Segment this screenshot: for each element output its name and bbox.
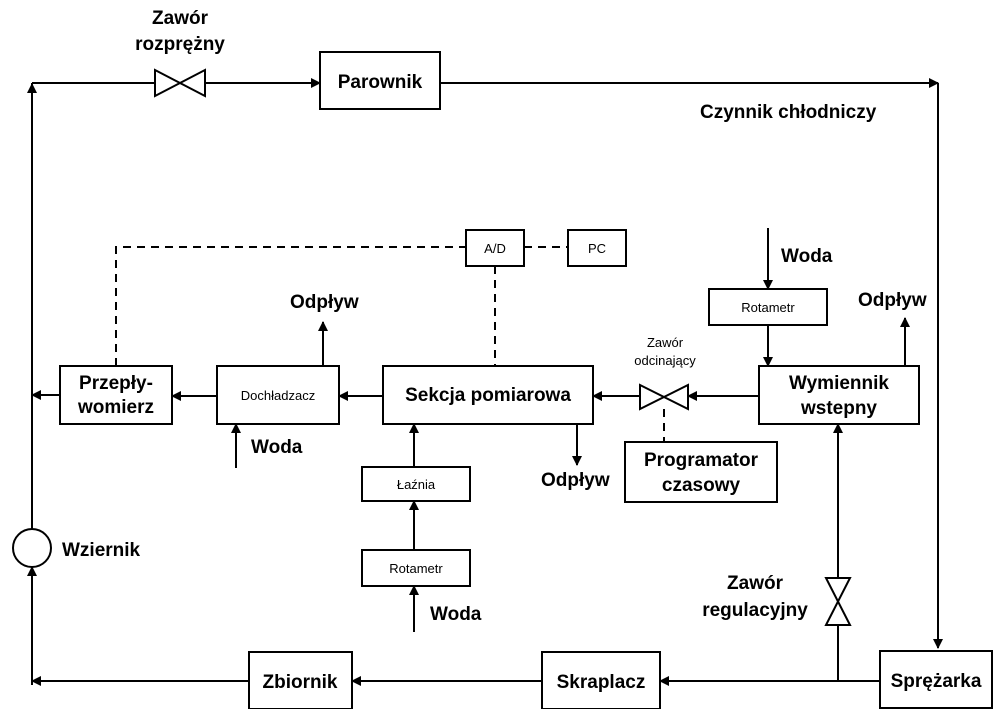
sekcja-pomiarowa-label: Sekcja pomiarowa <box>405 385 571 406</box>
programator-box: Programator czasowy <box>624 441 778 503</box>
zawor-regulacyjny-label-2: regulacyjny <box>702 600 808 621</box>
zawor-rozprezny: Zawór rozprężny <box>135 8 225 98</box>
przeplywomierz-rect <box>59 365 173 425</box>
expansion-valve-icon <box>154 68 206 98</box>
programator-label-2: czasowy <box>662 475 741 496</box>
zbiornik-label: Zbiornik <box>263 672 338 693</box>
sekcja-pomiarowa-rect <box>382 365 594 425</box>
przeplywomierz-label-2: womierz <box>77 397 154 418</box>
rotametr-top-label: Rotametr <box>741 300 795 315</box>
laznia-rect <box>361 466 471 502</box>
zawor-odcinajacy-label-1: Zawór <box>647 335 684 350</box>
parownik-rect <box>319 51 441 110</box>
programator-rect <box>624 441 778 503</box>
rotametr-bottom-box: Rotametr <box>361 549 471 587</box>
sprezarka-label: Sprężarka <box>891 671 982 692</box>
zbiornik-rect <box>248 651 353 709</box>
zbiornik-box: Zbiornik <box>248 651 353 709</box>
rotametr-bottom-label: Rotametr <box>389 561 443 576</box>
zawor-rozprezny-label-1: Zawór <box>152 8 209 29</box>
pc-label: PC <box>588 241 606 256</box>
zawor-odcinajacy-label-2: odcinający <box>634 353 696 368</box>
skraplacz-label: Skraplacz <box>557 672 646 693</box>
rotametr-top-box: Rotametr <box>708 288 828 326</box>
odplyw-sekcja-label: Odpływ <box>541 470 610 491</box>
przeplywomierz-label-1: Przepły- <box>79 373 153 394</box>
skraplacz-rect <box>541 651 661 709</box>
rotametr-bottom-rect <box>361 549 471 587</box>
wziernik-sightglass: Wziernik <box>12 528 141 568</box>
secondary-flows <box>171 228 910 681</box>
wymiennik-label-1: Wymiennik <box>789 373 889 394</box>
czynnik-label: Czynnik chłodniczy <box>700 102 877 123</box>
pc-box: PC <box>567 229 627 267</box>
woda-dochladzacz-label: Woda <box>251 437 303 458</box>
wziernik-label: Wziernik <box>62 540 141 561</box>
parownik-label: Parownik <box>338 72 423 93</box>
sekcja-pomiarowa-box: Sekcja pomiarowa <box>382 365 594 425</box>
laznia-box: Łaźnia <box>361 466 471 502</box>
parownik-box: Parownik <box>319 51 441 110</box>
wymiennik-label-2: wstepny <box>800 398 877 419</box>
shutoff-valve-icon <box>639 383 689 411</box>
skraplacz-box: Skraplacz <box>541 651 661 709</box>
przeplywomierz-box: Przepły- womierz <box>59 365 173 425</box>
zawor-rozprezny-label-2: rozprężny <box>135 34 225 55</box>
odplyw-wymiennik-label: Odpływ <box>858 290 927 311</box>
zawor-regulacyjny-label-1: Zawór <box>727 573 784 594</box>
signal-przeplywomierz-to-ad <box>115 246 466 366</box>
woda-rotametr-label: Woda <box>430 604 482 625</box>
refrigerant-loop <box>27 78 943 686</box>
wziernik-icon <box>12 528 52 568</box>
zawor-regulacyjny: Zawór regulacyjny <box>702 573 852 626</box>
control-valve-icon <box>824 577 852 626</box>
dochladzacz-box: Dochładzacz <box>216 365 340 425</box>
odplyw-dochladzacz-label: Odpływ <box>290 292 359 313</box>
woda-wymiennik-label: Woda <box>781 246 833 267</box>
zawor-odcinajacy: Zawór odcinający <box>634 335 696 411</box>
signal-lines <box>115 246 665 442</box>
laznia-label: Łaźnia <box>397 477 436 492</box>
sprezarka-box: Sprężarka <box>879 650 993 709</box>
ad-label: A/D <box>484 241 506 256</box>
dochladzacz-label: Dochładzacz <box>241 388 315 403</box>
programator-label-1: Programator <box>644 450 759 471</box>
sprezarka-rect <box>879 650 993 709</box>
wymiennik-box: Wymiennik wstepny <box>758 365 920 425</box>
pc-rect <box>567 229 627 267</box>
ad-box: A/D <box>465 229 525 267</box>
dochladzacz-rect <box>216 365 340 425</box>
